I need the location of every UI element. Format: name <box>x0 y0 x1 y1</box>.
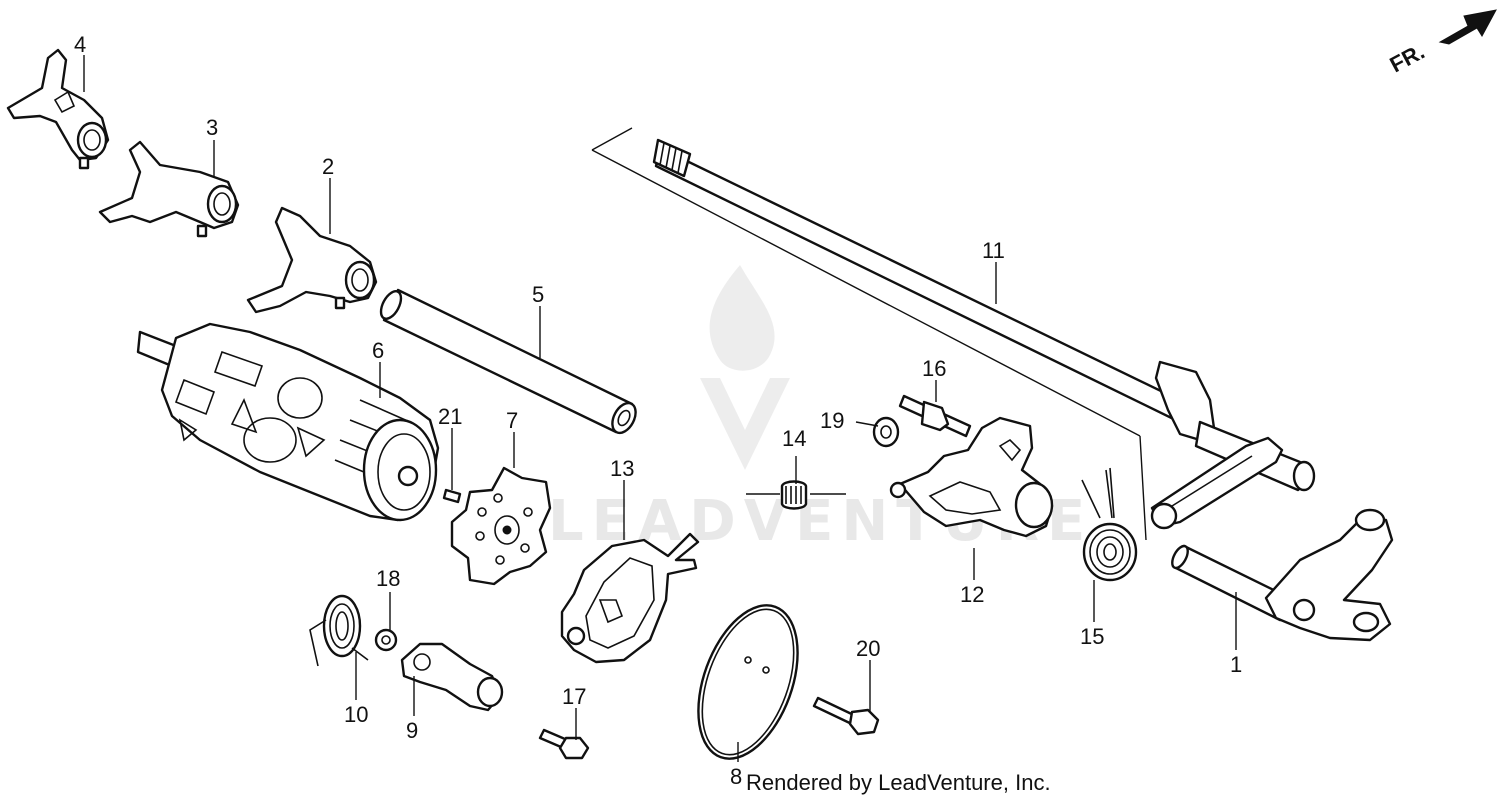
callout-8: 8 <box>730 764 742 789</box>
callout-7: 7 <box>506 408 518 433</box>
part-15-torsion-spring <box>1081 467 1138 582</box>
part-12-stopper-arm <box>889 416 1054 538</box>
callout-18: 18 <box>376 566 400 591</box>
part-2-shift-fork <box>246 206 378 314</box>
part-18-washer <box>374 628 398 652</box>
callout-12: 12 <box>960 582 984 607</box>
callout-1: 1 <box>1230 652 1242 677</box>
front-arrow-icon <box>1438 9 1497 45</box>
callout-15: 15 <box>1080 624 1104 649</box>
part-1-shift-arm <box>1171 508 1394 642</box>
part-5-fork-shaft <box>379 288 637 435</box>
part-14-spring <box>746 480 846 510</box>
part-6-shift-drum <box>136 322 440 522</box>
callout-16: 16 <box>922 356 946 381</box>
callout-17: 17 <box>562 684 586 709</box>
part-10-return-spring <box>309 594 369 667</box>
part-16-bolt <box>898 394 972 438</box>
part-9-ratchet-arm <box>400 642 504 712</box>
part-20-bolt <box>812 696 880 736</box>
part-17-bolt <box>538 728 590 760</box>
callout-11: 11 <box>982 238 1005 263</box>
front-direction-label: FR. <box>1386 39 1429 78</box>
callout-labels: 4 3 2 5 6 7 21 13 11 16 19 14 12 15 1 18… <box>74 32 1242 789</box>
callout-3: 3 <box>206 115 218 140</box>
front-direction-marker: FR. <box>1386 9 1497 78</box>
callout-6: 6 <box>372 338 384 363</box>
render-credit: Rendered by LeadVenture, Inc. <box>746 770 1051 795</box>
part-11-gearshift-spindle <box>591 127 1316 541</box>
part-8-gasket <box>697 604 799 760</box>
part-19-washer <box>872 416 900 448</box>
part-4-shift-fork <box>6 48 110 170</box>
callout-21: 21 <box>438 404 462 429</box>
callout-5: 5 <box>532 282 544 307</box>
callout-20: 20 <box>856 636 880 661</box>
callout-2: 2 <box>322 154 334 179</box>
part-3-shift-fork <box>98 140 240 238</box>
callout-9: 9 <box>406 718 418 743</box>
part-21-pin <box>442 488 462 504</box>
callout-13: 13 <box>610 456 634 481</box>
callout-10: 10 <box>344 702 368 727</box>
callout-19: 19 <box>820 408 844 433</box>
part-7-star-plate <box>450 466 552 586</box>
callout-4: 4 <box>74 32 86 57</box>
callout-14: 14 <box>782 426 806 451</box>
leader-lines <box>83 55 1237 762</box>
part-13-guide-plate <box>560 532 700 664</box>
